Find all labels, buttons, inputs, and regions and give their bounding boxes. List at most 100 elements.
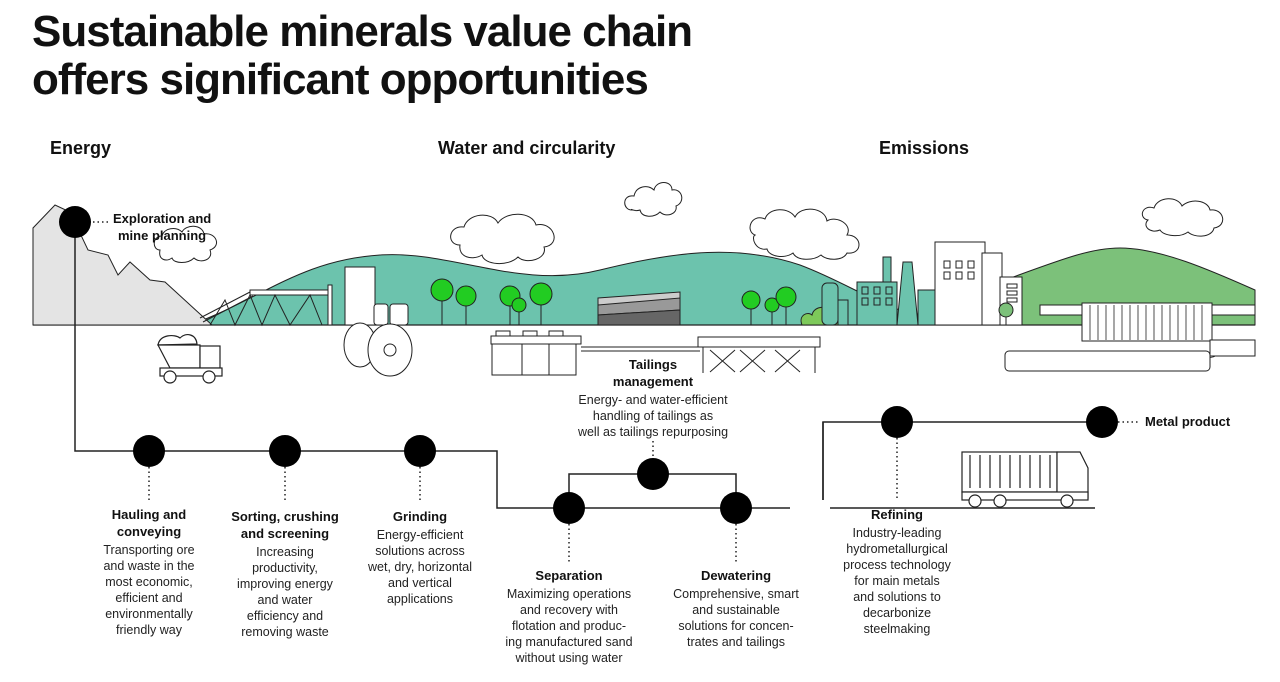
step-title-line: management bbox=[612, 374, 694, 389]
filter-press-icon bbox=[1004, 302, 1256, 372]
tree-icon bbox=[511, 297, 527, 325]
tree-icon bbox=[430, 278, 454, 325]
tree-icon bbox=[775, 286, 797, 325]
tree-icon bbox=[998, 302, 1014, 325]
step-title-line: Separation bbox=[535, 568, 603, 583]
step-title-line: Dewatering bbox=[700, 568, 772, 583]
step-description-line: and solutions to bbox=[853, 590, 941, 604]
step-description-line: Industry-leading bbox=[852, 526, 942, 540]
start-label: Exploration and mine planning bbox=[113, 210, 211, 244]
node-metal-product bbox=[1086, 406, 1118, 438]
title-line-1: Sustainable minerals value chain bbox=[32, 7, 693, 56]
step-description-line: and sustainable bbox=[692, 603, 780, 617]
node-dewatering bbox=[720, 492, 752, 524]
step-title-line: Hauling and bbox=[111, 507, 187, 522]
step-description-line: most economic, bbox=[105, 575, 193, 589]
title-line-2: offers significant opportunities bbox=[32, 55, 649, 104]
step-description-line: and recovery with bbox=[520, 603, 618, 617]
step-description: Comprehensive, smart and sustainable solut… bbox=[661, 586, 811, 650]
start-label-line1: Exploration and bbox=[113, 211, 212, 226]
step-description-line: improving energy bbox=[237, 577, 333, 591]
step-description-line: Energy- and water-efficient bbox=[578, 393, 728, 407]
step-sorting: Sorting, crushing and screening Increasin… bbox=[220, 508, 350, 640]
step-description-line: flotation and produc- bbox=[512, 619, 626, 633]
step-description-line: without using water bbox=[515, 651, 623, 665]
step-description: Energy- and water-efficient handling of t… bbox=[568, 392, 738, 440]
step-description-line: wet, dry, horizontal bbox=[368, 560, 472, 574]
step-title-line: Tailings bbox=[628, 357, 678, 372]
node-exploration bbox=[59, 206, 91, 238]
step-description-line: and vertical bbox=[388, 576, 452, 590]
step-description-line: ing manufactured sand bbox=[505, 635, 633, 649]
cloud-icon bbox=[450, 213, 555, 264]
filter-press-plates bbox=[1089, 305, 1203, 340]
step-description: Energy-efficient solutions across wet, dry… bbox=[355, 527, 485, 607]
ore-stockpile-building-icon bbox=[597, 291, 681, 326]
node-grinding bbox=[404, 435, 436, 467]
tree-icon bbox=[529, 282, 553, 325]
cloud-icon bbox=[153, 225, 218, 263]
step-description-line: removing waste bbox=[241, 625, 329, 639]
step-title-line: Sorting, crushing bbox=[231, 509, 339, 524]
node-tailings bbox=[637, 458, 669, 490]
step-description: Increasing productivity, improving energy a… bbox=[220, 544, 350, 640]
tree-icon bbox=[741, 290, 761, 325]
step-description-line: and waste in the bbox=[103, 559, 195, 573]
step-description-line: Maximizing operations bbox=[506, 587, 632, 601]
factory-windows bbox=[861, 260, 1018, 306]
tree-icon bbox=[764, 297, 780, 325]
step-hauling: Hauling and conveying Transporting ore and… bbox=[89, 506, 209, 638]
step-description-line: Comprehensive, smart bbox=[673, 587, 799, 601]
conveyor-icon bbox=[199, 266, 409, 327]
dump-truck-icon bbox=[157, 334, 223, 384]
process-nodes bbox=[59, 206, 1118, 524]
step-description: Maximizing operations and recovery with fl… bbox=[494, 586, 644, 666]
step-tailings: Tailings management Energy- and water-eff… bbox=[568, 356, 738, 440]
step-description-line: environmentally bbox=[105, 607, 193, 621]
flotation-cells-icon bbox=[490, 330, 700, 376]
step-description-line: Transporting ore bbox=[103, 543, 195, 557]
container-truck-icon bbox=[961, 451, 1089, 508]
step-dewatering: Dewatering Comprehensive, smart and susta… bbox=[661, 567, 811, 650]
dotted-connectors bbox=[93, 221, 1140, 562]
cloud-icon bbox=[624, 182, 683, 217]
cloud-icon bbox=[749, 208, 860, 260]
page-title: Sustainable minerals value chain offers … bbox=[32, 7, 693, 104]
cloud-icon bbox=[1141, 198, 1224, 237]
step-description-line: well as tailings repurposing bbox=[577, 425, 729, 439]
step-description-line: handling of tailings as bbox=[592, 409, 714, 423]
step-description-line: productivity, bbox=[252, 561, 318, 575]
category-emissions: Emissions bbox=[879, 138, 970, 158]
step-description-line: Energy-efficient bbox=[376, 528, 464, 542]
step-title-line: conveying bbox=[116, 524, 182, 539]
category-energy: Energy bbox=[50, 138, 112, 158]
step-description-line: and water bbox=[257, 593, 313, 607]
node-refining bbox=[881, 406, 913, 438]
step-description-line: steelmaking bbox=[863, 622, 931, 636]
start-label-line2: mine planning bbox=[118, 228, 207, 243]
step-description-line: hydrometallurgical bbox=[846, 542, 948, 556]
step-separation: Separation Maximizing operations and reco… bbox=[494, 567, 644, 666]
step-description: Industry-leading hydrometallurgical proces… bbox=[832, 525, 962, 637]
step-title-line: and screening bbox=[240, 526, 330, 541]
step-title-line: Refining bbox=[871, 507, 923, 522]
step-description-line: applications bbox=[386, 592, 453, 606]
step-description-line: process technology bbox=[843, 558, 951, 572]
step-description-line: efficient and bbox=[115, 591, 183, 605]
step-refining: Refining Industry-leading hydrometallurgi… bbox=[832, 506, 962, 637]
step-description-line: solutions across bbox=[375, 544, 465, 558]
step-description-line: solutions for concen- bbox=[678, 619, 794, 633]
factory-icon bbox=[821, 241, 1023, 326]
step-description-line: trates and tailings bbox=[687, 635, 785, 649]
end-label: Metal product bbox=[1145, 414, 1231, 429]
step-description-line: Increasing bbox=[256, 545, 314, 559]
thickener-icon bbox=[697, 336, 821, 373]
step-description-line: efficiency and bbox=[246, 609, 324, 623]
step-description-line: friendly way bbox=[116, 623, 182, 637]
step-description-line: decarbonize bbox=[862, 606, 932, 620]
grinding-mill-icon bbox=[343, 322, 413, 377]
node-hauling bbox=[133, 435, 165, 467]
step-description: Transporting ore and waste in the most eco… bbox=[89, 542, 209, 638]
